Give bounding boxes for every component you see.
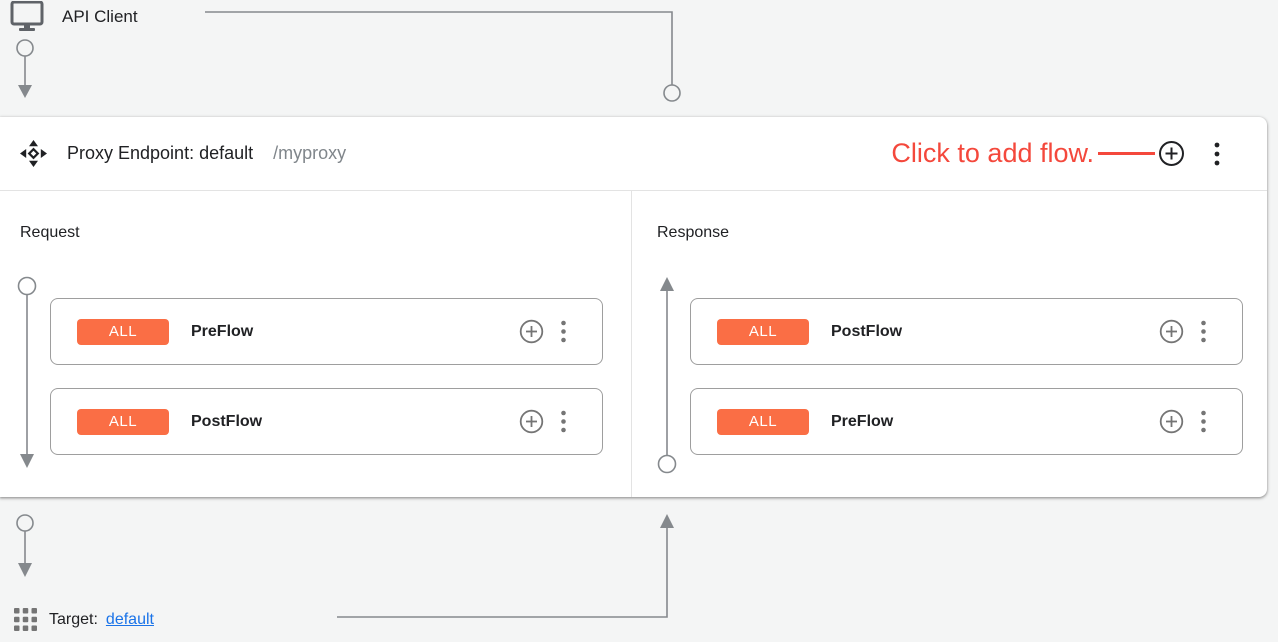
endpoint-path: /myproxy xyxy=(273,143,347,163)
flow-condition-badge: ALL xyxy=(77,408,169,435)
client-flow-connectors xyxy=(16,11,681,102)
flow-menu-button[interactable] xyxy=(1198,319,1209,344)
target-flow-connectors xyxy=(16,514,674,618)
target-endpoint: Target: default xyxy=(14,608,154,631)
flow-name: PreFlow xyxy=(831,412,894,430)
flow-name: PostFlow xyxy=(831,322,903,340)
add-flow-annotation: Click to add flow. xyxy=(891,138,1094,168)
add-circle-icon xyxy=(519,319,544,344)
endpoint-flows-body: Request Response ALL PreFlow xyxy=(0,191,1267,497)
flow-card-response-postflow[interactable]: ALL PostFlow xyxy=(690,298,1243,365)
flow-name: PostFlow xyxy=(191,412,263,430)
header-divider xyxy=(0,190,1267,191)
add-circle-icon xyxy=(519,409,544,434)
kebab-menu-icon xyxy=(561,320,566,343)
request-panel-label: Request xyxy=(20,224,80,241)
flow-name: PreFlow xyxy=(191,322,254,340)
add-flow-button[interactable] xyxy=(1158,140,1185,167)
endpoint-title: Proxy Endpoint: default xyxy=(67,143,254,163)
flow-menu-button[interactable] xyxy=(558,409,569,434)
endpoint-menu-button[interactable] xyxy=(1211,141,1223,167)
flow-condition-badge: ALL xyxy=(717,408,809,435)
flow-card-request-postflow[interactable]: ALL PostFlow xyxy=(50,388,603,455)
add-circle-icon xyxy=(1159,141,1184,166)
grid-icon xyxy=(14,608,37,631)
request-response-divider xyxy=(631,191,632,497)
target-label: Target: xyxy=(49,610,98,628)
desktop-monitor-icon xyxy=(10,1,44,31)
flow-card-response-preflow[interactable]: ALL PreFlow xyxy=(690,388,1243,455)
add-policy-step-button[interactable] xyxy=(1159,409,1184,434)
proxy-endpoint-icon xyxy=(20,140,47,167)
annotation-pointer-line xyxy=(1098,152,1155,155)
kebab-menu-icon xyxy=(1214,142,1220,165)
api-client-label: API Client xyxy=(62,7,138,26)
flow-menu-button[interactable] xyxy=(1198,409,1209,434)
kebab-menu-icon xyxy=(1201,320,1206,343)
add-policy-step-button[interactable] xyxy=(519,319,544,344)
flow-condition-badge: ALL xyxy=(717,318,809,345)
flow-condition-badge: ALL xyxy=(77,318,169,345)
flow-card-request-preflow[interactable]: ALL PreFlow xyxy=(50,298,603,365)
target-default-link[interactable]: default xyxy=(105,610,154,628)
flow-menu-button[interactable] xyxy=(558,319,569,344)
kebab-menu-icon xyxy=(561,410,566,433)
add-circle-icon xyxy=(1159,409,1184,434)
add-policy-step-button[interactable] xyxy=(519,409,544,434)
api-client: API Client xyxy=(10,0,138,34)
proxy-endpoint-header: Proxy Endpoint: default /myproxy Click t… xyxy=(0,117,1267,190)
proxy-endpoint-card: Proxy Endpoint: default /myproxy Click t… xyxy=(0,117,1267,497)
kebab-menu-icon xyxy=(1201,410,1206,433)
add-circle-icon xyxy=(1159,319,1184,344)
response-panel-label: Response xyxy=(657,224,730,241)
add-policy-step-button[interactable] xyxy=(1159,319,1184,344)
